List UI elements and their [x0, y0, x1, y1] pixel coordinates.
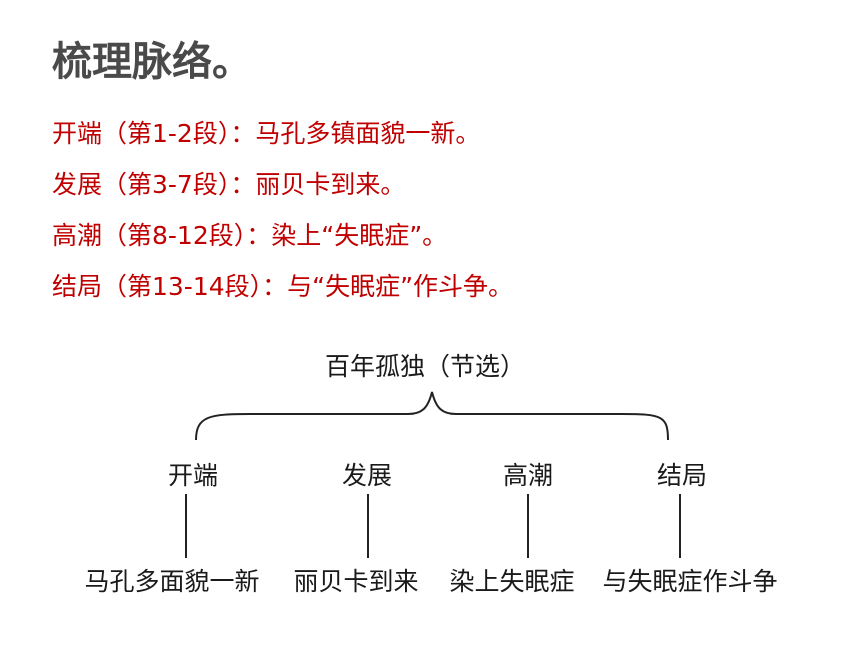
diagram-brace: [195, 391, 669, 441]
stage-item-opening: 开端（第1-2段）：马孔多镇面貌一新。: [52, 119, 481, 148]
diagram-root: 百年孤独（节选）: [325, 352, 525, 381]
diagram-detail-ending: 与失眠症作斗争: [602, 567, 777, 596]
diagram-node-ending: 结局: [657, 461, 707, 490]
diagram-node-opening: 开端: [168, 461, 218, 490]
stage-item-development: 发展（第3-7段）：丽贝卡到来。: [52, 170, 406, 199]
diagram-node-development: 发展: [342, 461, 392, 490]
diagram-detail-opening: 马孔多面貌一新: [84, 567, 259, 596]
diagram-detail-climax: 染上失眠症: [449, 567, 574, 596]
stage-list: 开端（第1-2段）：马孔多镇面貌一新。 发展（第3-7段）：丽贝卡到来。 高潮（…: [52, 116, 513, 320]
diagram-node-climax: 高潮: [503, 461, 553, 490]
slide-title: 梳理脉络。: [52, 39, 252, 85]
stage-item-climax: 高潮（第8-12段）：染上“失眠症”。: [52, 221, 448, 250]
stage-item-ending: 结局（第13-14段）：与“失眠症”作斗争。: [52, 272, 514, 301]
diagram-detail-development: 丽贝卡到来: [293, 567, 418, 596]
